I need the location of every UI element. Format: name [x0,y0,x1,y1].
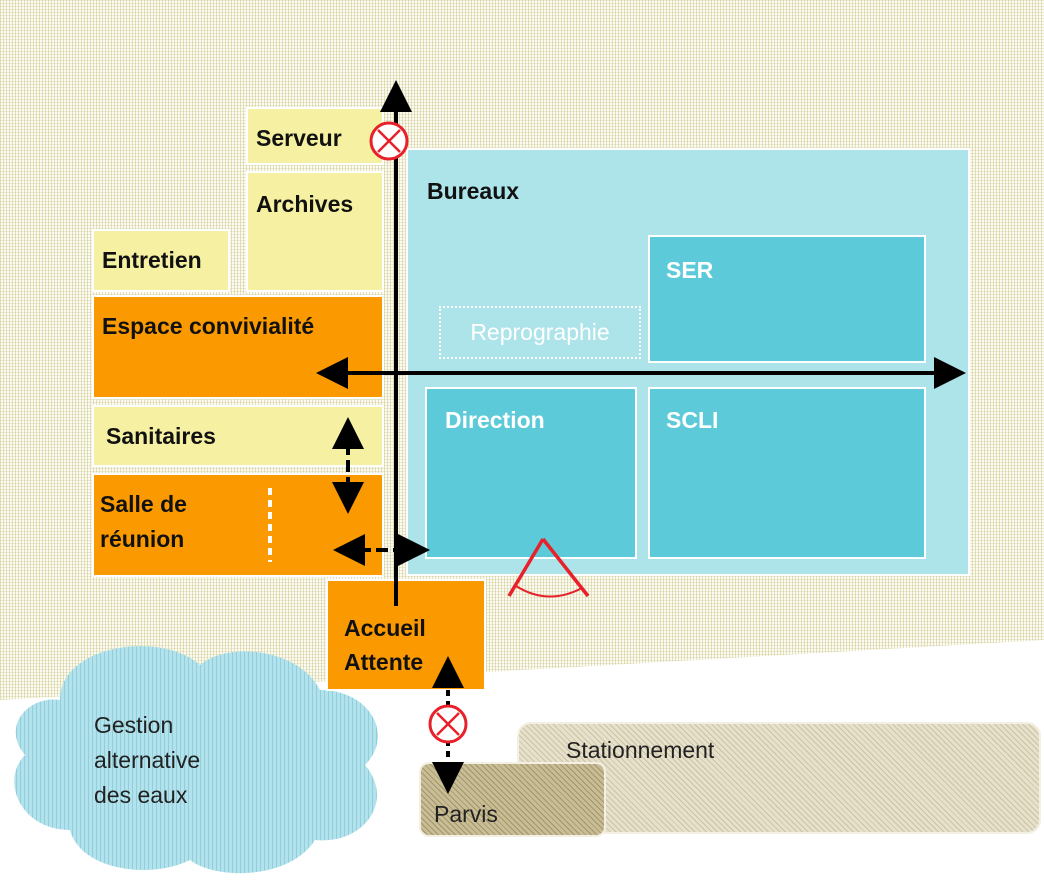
room-ser-label: SER [666,257,714,283]
room-direction: Direction [425,387,637,559]
room-serveur-label: Serveur [256,125,342,151]
room-sanitaires-label: Sanitaires [106,423,216,449]
room-espace-label: Espace convivialité [102,313,315,339]
zone-bureaux-label: Bureaux [427,178,520,204]
room-archives: Archives [246,171,384,292]
room-entretien-label: Entretien [102,247,202,273]
zone-parvis-label: Parvis [434,801,498,827]
room-salle-label-2: réunion [100,526,185,552]
zone-stationnement-label: Stationnement [566,737,715,763]
restricted-access-icon [369,121,409,161]
water-label-1: Gestion [94,712,174,738]
restricted-access-icon [428,704,468,744]
room-scli-label: SCLI [666,407,719,433]
room-scli: SCLI [648,387,926,559]
water-label-2: alternative [94,747,201,773]
water-management-cloud [14,646,378,874]
room-accueil-label-1: Accueil [344,615,426,641]
room-accueil-label-2: Attente [344,649,424,675]
room-reprographie: Reprographie [439,306,641,359]
room-direction-label: Direction [445,407,545,433]
view-angle-icon [507,537,590,598]
room-ser: SER [648,235,926,363]
water-label-3: des eaux [94,782,188,808]
room-entretien: Entretien [92,229,230,292]
room-archives-label: Archives [256,191,354,217]
room-salle-label-1: Salle de [100,491,187,517]
